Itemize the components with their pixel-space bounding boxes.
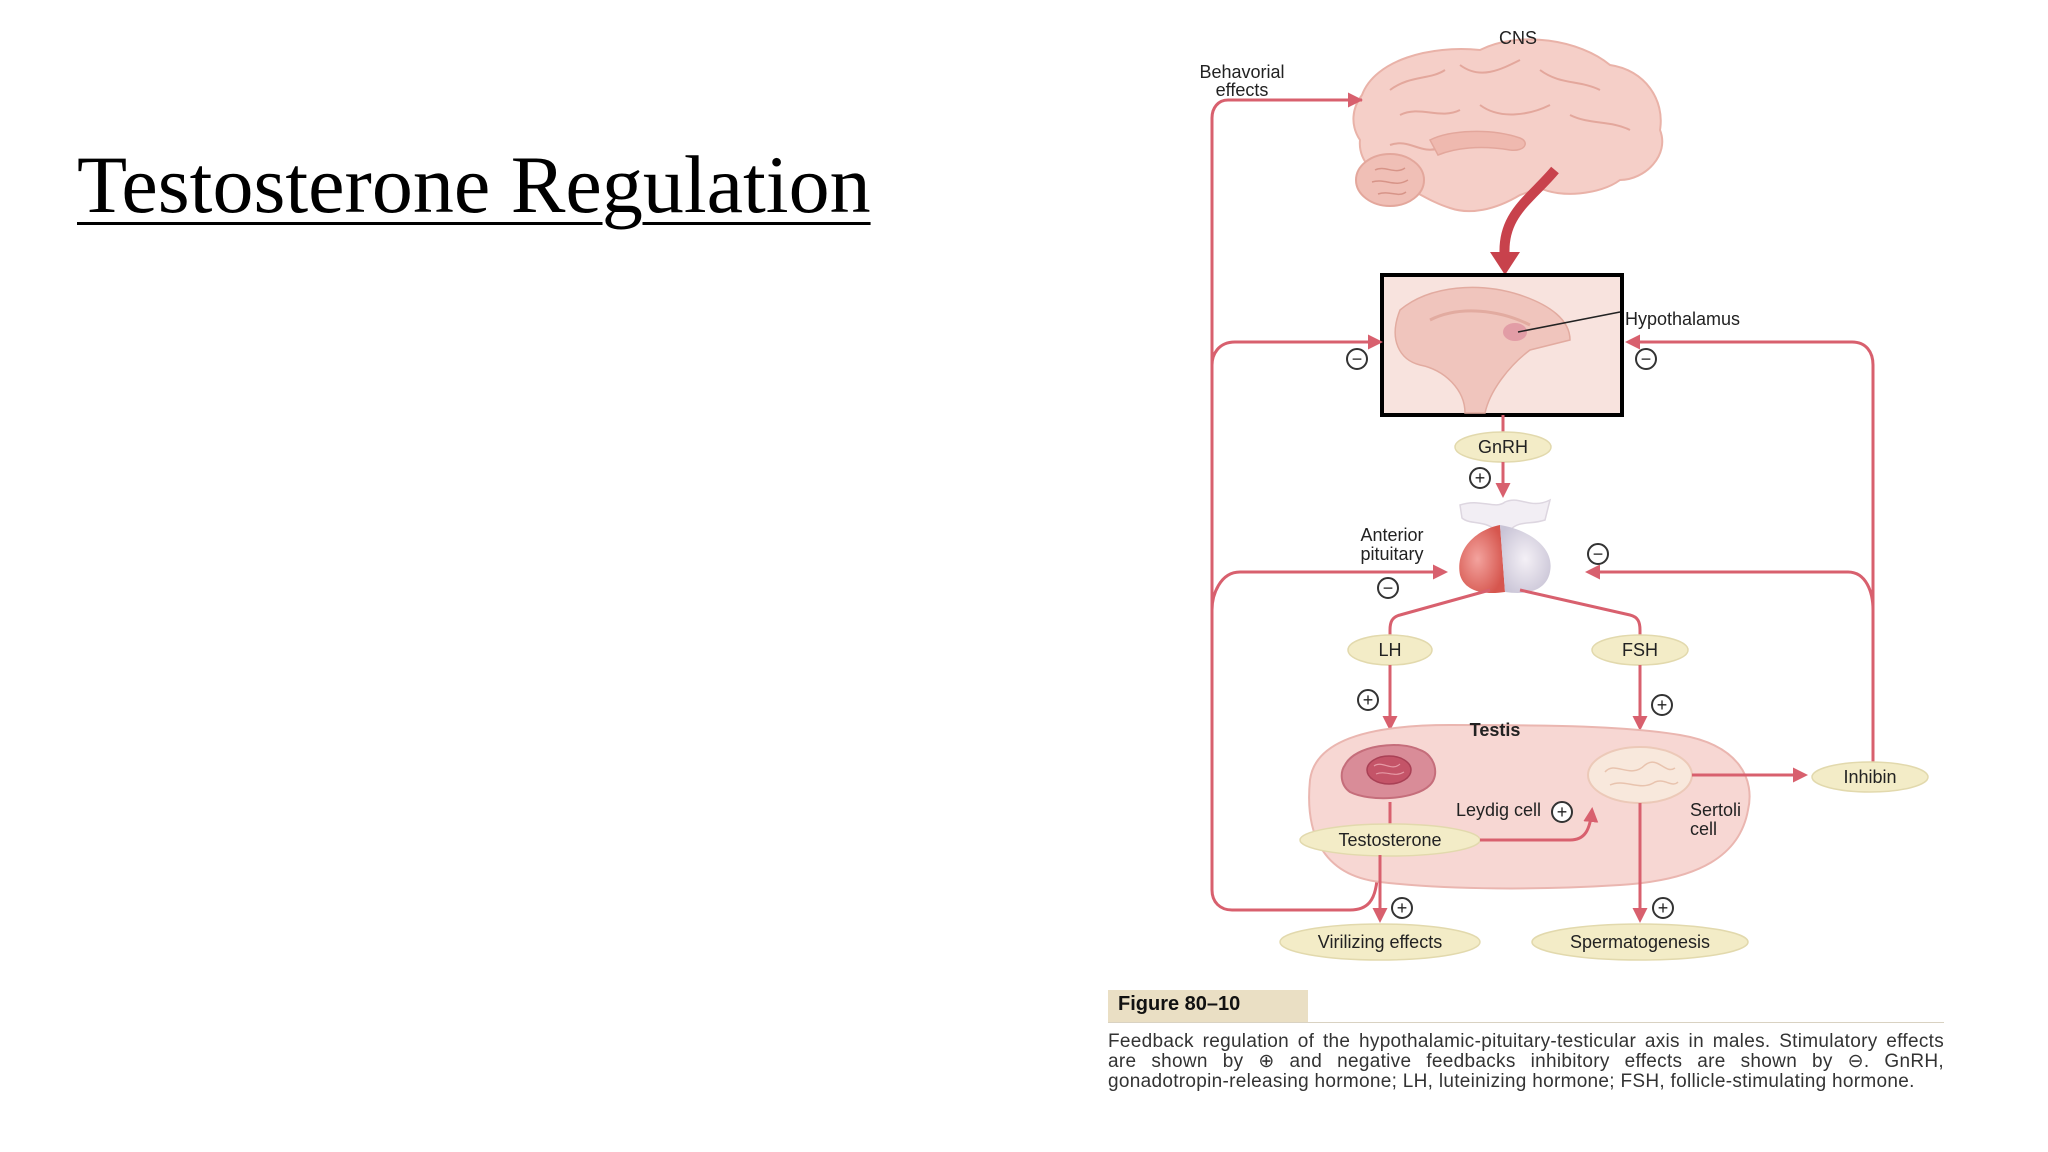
- plus-sign-icon: +: [1652, 897, 1674, 919]
- lh-label: LH: [1378, 640, 1401, 660]
- testosterone-to-sertoli-arrow: [1480, 807, 1599, 842]
- pituitary-to-fsh-line: [1519, 588, 1642, 645]
- sertoli-cell-label-line1: Sertoli: [1690, 800, 1741, 820]
- leydig-cell-label: Leydig cell: [1456, 800, 1541, 820]
- behavioral-label-line2: effects: [1216, 80, 1269, 100]
- minus-sign-icon: −: [1346, 348, 1368, 370]
- svg-text:+: +: [1657, 695, 1668, 715]
- svg-text:−: −: [1352, 349, 1363, 369]
- spermatogenesis-label: Spermatogenesis: [1570, 932, 1710, 952]
- svg-text:−: −: [1383, 578, 1394, 598]
- testosterone-to-pituitary-arrow: [1210, 564, 1448, 611]
- gnrh-label: GnRH: [1478, 437, 1528, 457]
- inhibin-to-pituitary-arrow: [1585, 564, 1875, 611]
- brain-illustration: [1352, 38, 1664, 213]
- testosterone-to-hypothalamus-arrow: [1210, 334, 1383, 366]
- testosterone-label: Testosterone: [1338, 830, 1441, 850]
- svg-text:+: +: [1363, 690, 1374, 710]
- inhibin-to-hypothalamus-arrow: [1625, 334, 1875, 762]
- hypothalamus-box: [1380, 273, 1624, 417]
- figure-caption: Feedback regulation of the hypothalamic-…: [1108, 1031, 1944, 1092]
- anterior-pituitary-label-line2: pituitary: [1360, 544, 1423, 564]
- feedback-diagram: CNS Hypothalamus Behavorial effects − − …: [1100, 20, 1950, 1152]
- pituitary-to-lh-line: [1388, 588, 1491, 645]
- caption-divider: [1108, 1022, 1944, 1023]
- slide-title: Testosterone Regulation: [77, 139, 871, 230]
- testis-label: Testis: [1470, 720, 1521, 740]
- virilizing-effects-label: Virilizing effects: [1318, 932, 1442, 952]
- minus-sign-icon: −: [1635, 348, 1657, 370]
- inhibin-pill: [1811, 761, 1929, 793]
- cns-to-hypothalamus-arrow: [1499, 166, 1559, 261]
- plus-sign-icon: +: [1357, 689, 1379, 711]
- plus-sign-icon: +: [1469, 467, 1491, 489]
- testosterone-feedback-loop: [1210, 98, 1380, 912]
- spermatogenesis-pill: [1531, 923, 1749, 961]
- fsh-label: FSH: [1622, 640, 1658, 660]
- cns-arrowhead: [1490, 252, 1520, 275]
- sertoli-cell-label-line2: cell: [1690, 819, 1717, 839]
- plus-sign-icon: +: [1391, 897, 1413, 919]
- anterior-pituitary-label-line1: Anterior: [1360, 525, 1423, 545]
- hypothalamus-label: Hypothalamus: [1625, 309, 1740, 329]
- sertoli-cell-illustration: [1587, 746, 1693, 804]
- hypothalamus-pointer: [1517, 311, 1621, 333]
- figure-label: Figure 80–10: [1118, 993, 1241, 1015]
- anterior-pituitary-illustration: [1459, 498, 1552, 594]
- minus-sign-icon: −: [1587, 543, 1609, 565]
- cns-label: CNS: [1499, 28, 1537, 48]
- svg-text:+: +: [1557, 802, 1568, 822]
- inhibin-label: Inhibin: [1843, 767, 1896, 787]
- behavioral-label-line1: Behavorial: [1199, 62, 1284, 82]
- svg-text:+: +: [1397, 898, 1408, 918]
- svg-text:−: −: [1593, 544, 1604, 564]
- svg-text:−: −: [1641, 349, 1652, 369]
- plus-sign-icon: +: [1651, 694, 1673, 716]
- diagram-canvas: CNS Hypothalamus Behavorial effects − − …: [1199, 28, 1929, 961]
- minus-sign-icon: −: [1377, 577, 1399, 599]
- svg-text:+: +: [1475, 468, 1486, 488]
- virilizing-effects-pill: [1279, 923, 1481, 961]
- leydig-cell-illustration: [1340, 744, 1437, 800]
- plus-sign-icon: +: [1551, 801, 1573, 823]
- figure-label-box: [1108, 990, 1308, 1022]
- svg-text:+: +: [1658, 898, 1669, 918]
